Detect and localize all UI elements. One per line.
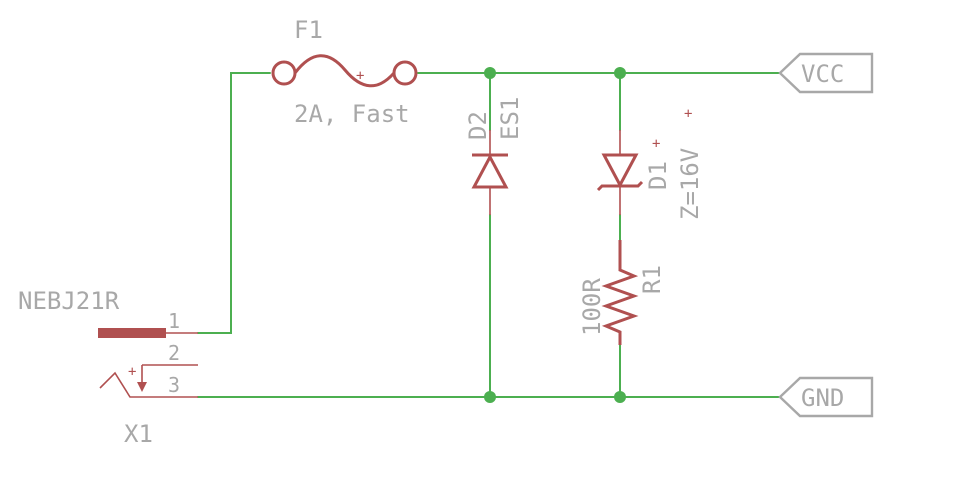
connector-x1[interactable]: NEBJ21R 1 2 + 3 X1 (18, 287, 198, 448)
junction-d1-vcc (614, 67, 626, 79)
port-gnd[interactable]: GND (778, 376, 874, 418)
d2-name-label: D2 (464, 111, 492, 140)
fuse-f1[interactable]: + F1 2A, Fast (271, 16, 418, 128)
junction-d2-vcc (484, 67, 496, 79)
r1-value-label: 100R (578, 278, 606, 336)
junctions (484, 67, 626, 403)
x1-pin2-arrow (137, 382, 147, 392)
r1-name-label: R1 (638, 265, 666, 294)
d1-name-label: D1 (644, 161, 672, 190)
x1-pin3-label: 3 (168, 373, 180, 397)
x1-pin1-label: 1 (168, 309, 180, 333)
junction-d2-gnd (484, 391, 496, 403)
fuse-value-label: 2A, Fast (294, 100, 410, 128)
d2-value-label: ES1 (496, 97, 524, 140)
d2-triangle (471, 153, 509, 189)
x1-pin-bar (98, 328, 166, 338)
fuse-polarity-mark: + (356, 68, 364, 84)
gnd-port-label: GND (801, 384, 844, 412)
vcc-port-outline (778, 52, 874, 94)
x1-part-label: NEBJ21R (18, 287, 120, 315)
fuse-name-label: F1 (294, 16, 323, 44)
resistor-r1[interactable]: 100R R1 (578, 240, 666, 345)
x1-pin3-lead (99, 371, 198, 398)
r1-zigzag (601, 240, 639, 345)
d1-value-label: Z=16V (676, 148, 704, 220)
gnd-port-outline (778, 376, 874, 418)
zener-diode-d1[interactable]: + D1 Z=16V + (596, 106, 704, 220)
fuse-right-terminal (392, 60, 418, 86)
wire-x1-pin1-to-fuse (197, 72, 271, 334)
d1-polarity-mark: + (652, 136, 660, 152)
fuse-left-terminal (271, 60, 297, 86)
d1-value-polarity-mark: + (684, 106, 692, 122)
fuse-element (293, 54, 396, 88)
d1-triangle (601, 153, 639, 189)
junction-r1-gnd (614, 391, 626, 403)
port-vcc[interactable]: VCC (778, 52, 874, 94)
x1-polarity-mark: + (128, 364, 136, 380)
x1-name-label: X1 (124, 420, 153, 448)
d1-zener-bar (596, 180, 644, 192)
x1-pin2-label: 2 (168, 341, 180, 365)
diode-d2[interactable]: D2 ES1 (464, 97, 524, 215)
vcc-port-label: VCC (801, 60, 844, 88)
